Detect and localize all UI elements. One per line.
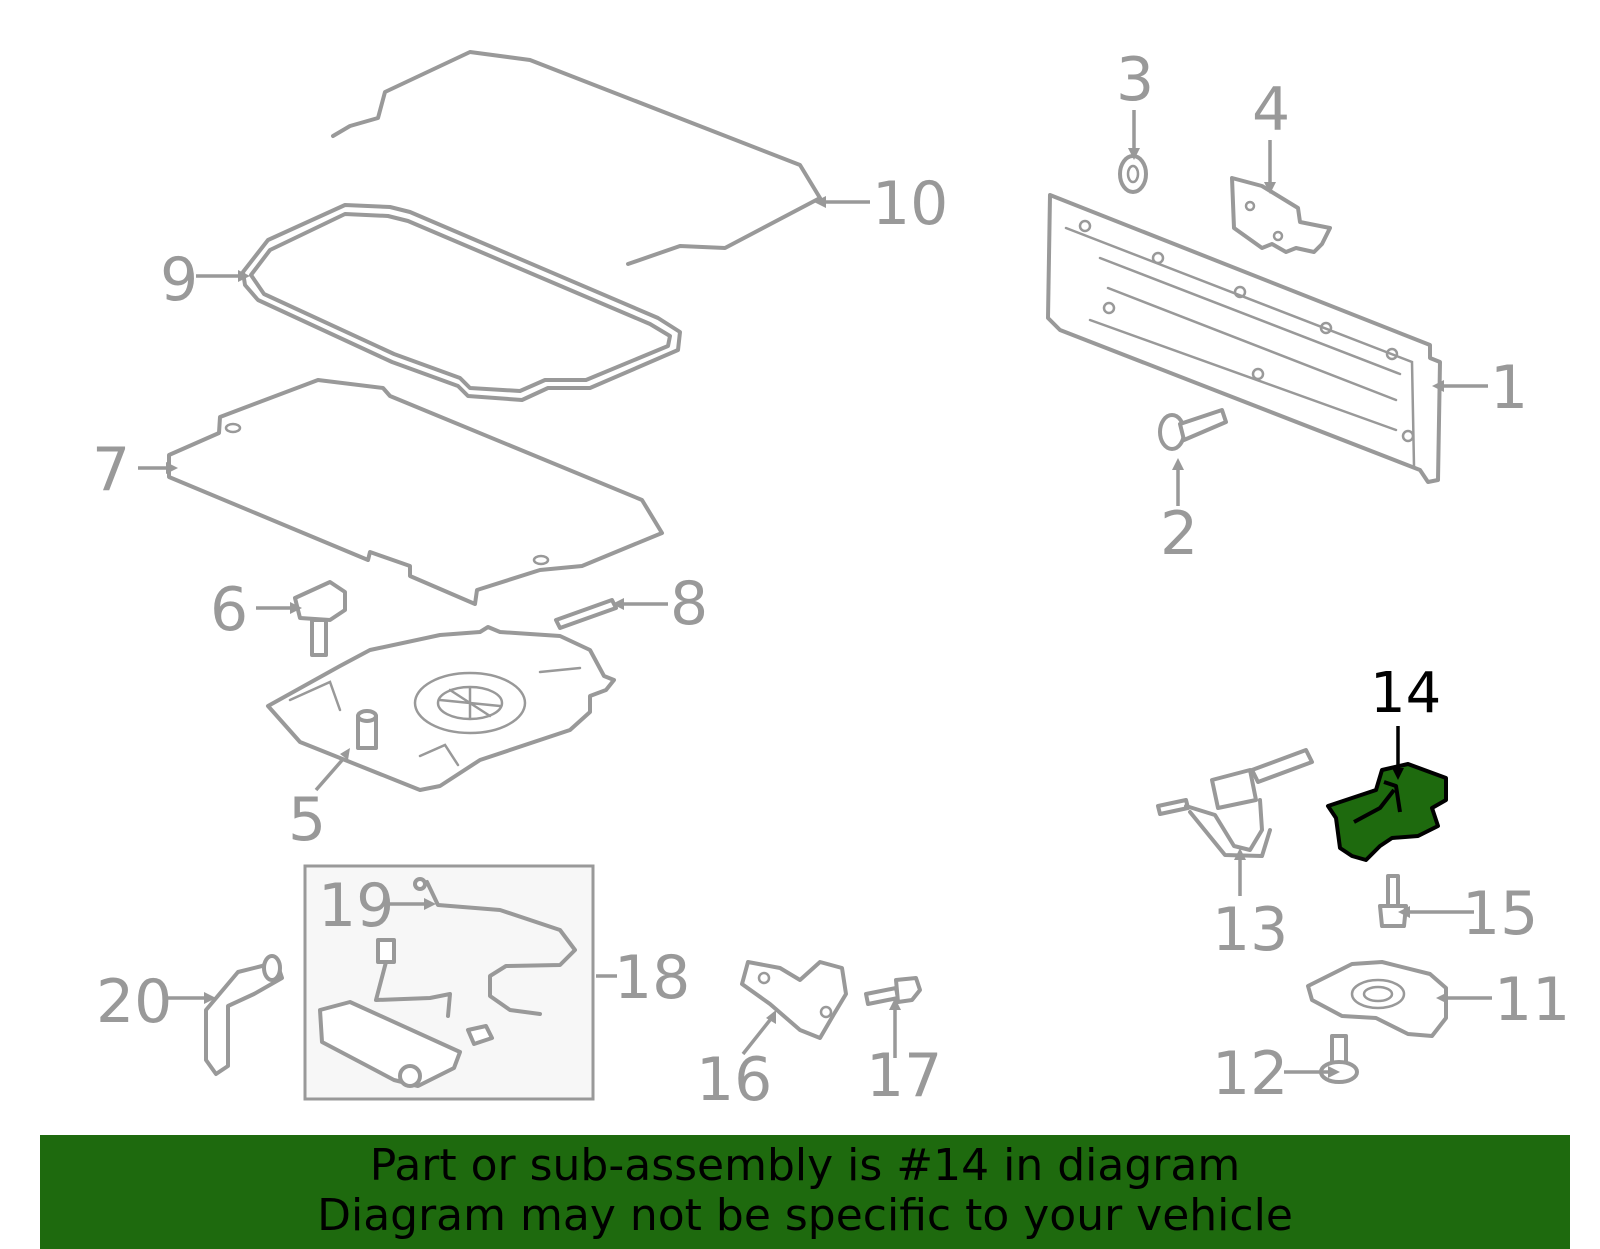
callout-5[interactable]: 5 (288, 785, 326, 855)
part-5-tub[interactable] (266, 625, 616, 792)
callout-1[interactable]: 1 (1490, 353, 1528, 423)
callout-9[interactable]: 9 (160, 245, 198, 315)
part-14-latch[interactable] (1326, 762, 1448, 862)
part-9-trim-panel[interactable] (241, 203, 682, 402)
callout-15[interactable]: 15 (1462, 879, 1538, 949)
callout-7[interactable]: 7 (92, 435, 130, 505)
part-3-grommet[interactable] (1118, 154, 1148, 194)
callout-20[interactable]: 20 (96, 967, 172, 1037)
part-14-latch-body[interactable] (1326, 762, 1448, 862)
part-16-hinge[interactable] (740, 960, 848, 1040)
callout-3[interactable]: 3 (1116, 45, 1154, 115)
callout-labels: 1 2 3 4 5 6 7 8 9 10 11 12 13 14 15 16 1… (92, 45, 1570, 1115)
callout-4[interactable]: 4 (1252, 75, 1290, 145)
callout-16[interactable]: 16 (696, 1045, 772, 1115)
part-12-bolt[interactable] (1319, 1034, 1359, 1084)
part-2-bolt[interactable] (1158, 408, 1228, 451)
part-6-clip[interactable] (293, 580, 347, 657)
callout-12[interactable]: 12 (1212, 1039, 1288, 1109)
callout-8[interactable]: 8 (670, 569, 708, 639)
part-7-floor-board[interactable] (167, 378, 664, 606)
callout-11[interactable]: 11 (1494, 965, 1570, 1035)
callout-6[interactable]: 6 (210, 575, 248, 645)
leader-lines (138, 110, 1492, 1078)
callout-10[interactable]: 10 (872, 169, 948, 239)
banner-line-1: Part or sub-assembly is #14 in diagram (369, 1140, 1241, 1191)
part-20-lock-cylinder[interactable] (204, 954, 284, 1076)
part-1-tailgate-panel[interactable] (1046, 193, 1442, 484)
callout-19[interactable]: 19 (318, 871, 394, 941)
part-10-seal[interactable] (331, 50, 822, 266)
part-17-bolt[interactable] (864, 976, 922, 1006)
callout-13[interactable]: 13 (1212, 895, 1288, 965)
part-8-pin[interactable] (554, 598, 618, 630)
part-4-bracket[interactable] (1230, 176, 1332, 254)
callout-18[interactable]: 18 (614, 943, 690, 1013)
part-15-bolt[interactable] (1378, 874, 1408, 928)
part-13-harness[interactable] (1156, 748, 1314, 858)
part-11-plate[interactable] (1306, 960, 1448, 1038)
callout-2[interactable]: 2 (1160, 499, 1198, 569)
part-18-subassembly-box[interactable] (303, 864, 595, 1101)
callout-14[interactable]: 14 (1370, 661, 1441, 726)
info-banner: Part or sub-assembly is #14 in diagram D… (40, 1135, 1570, 1249)
banner-line-2: Diagram may not be specific to your vehi… (317, 1190, 1293, 1241)
callout-17[interactable]: 17 (866, 1041, 942, 1111)
